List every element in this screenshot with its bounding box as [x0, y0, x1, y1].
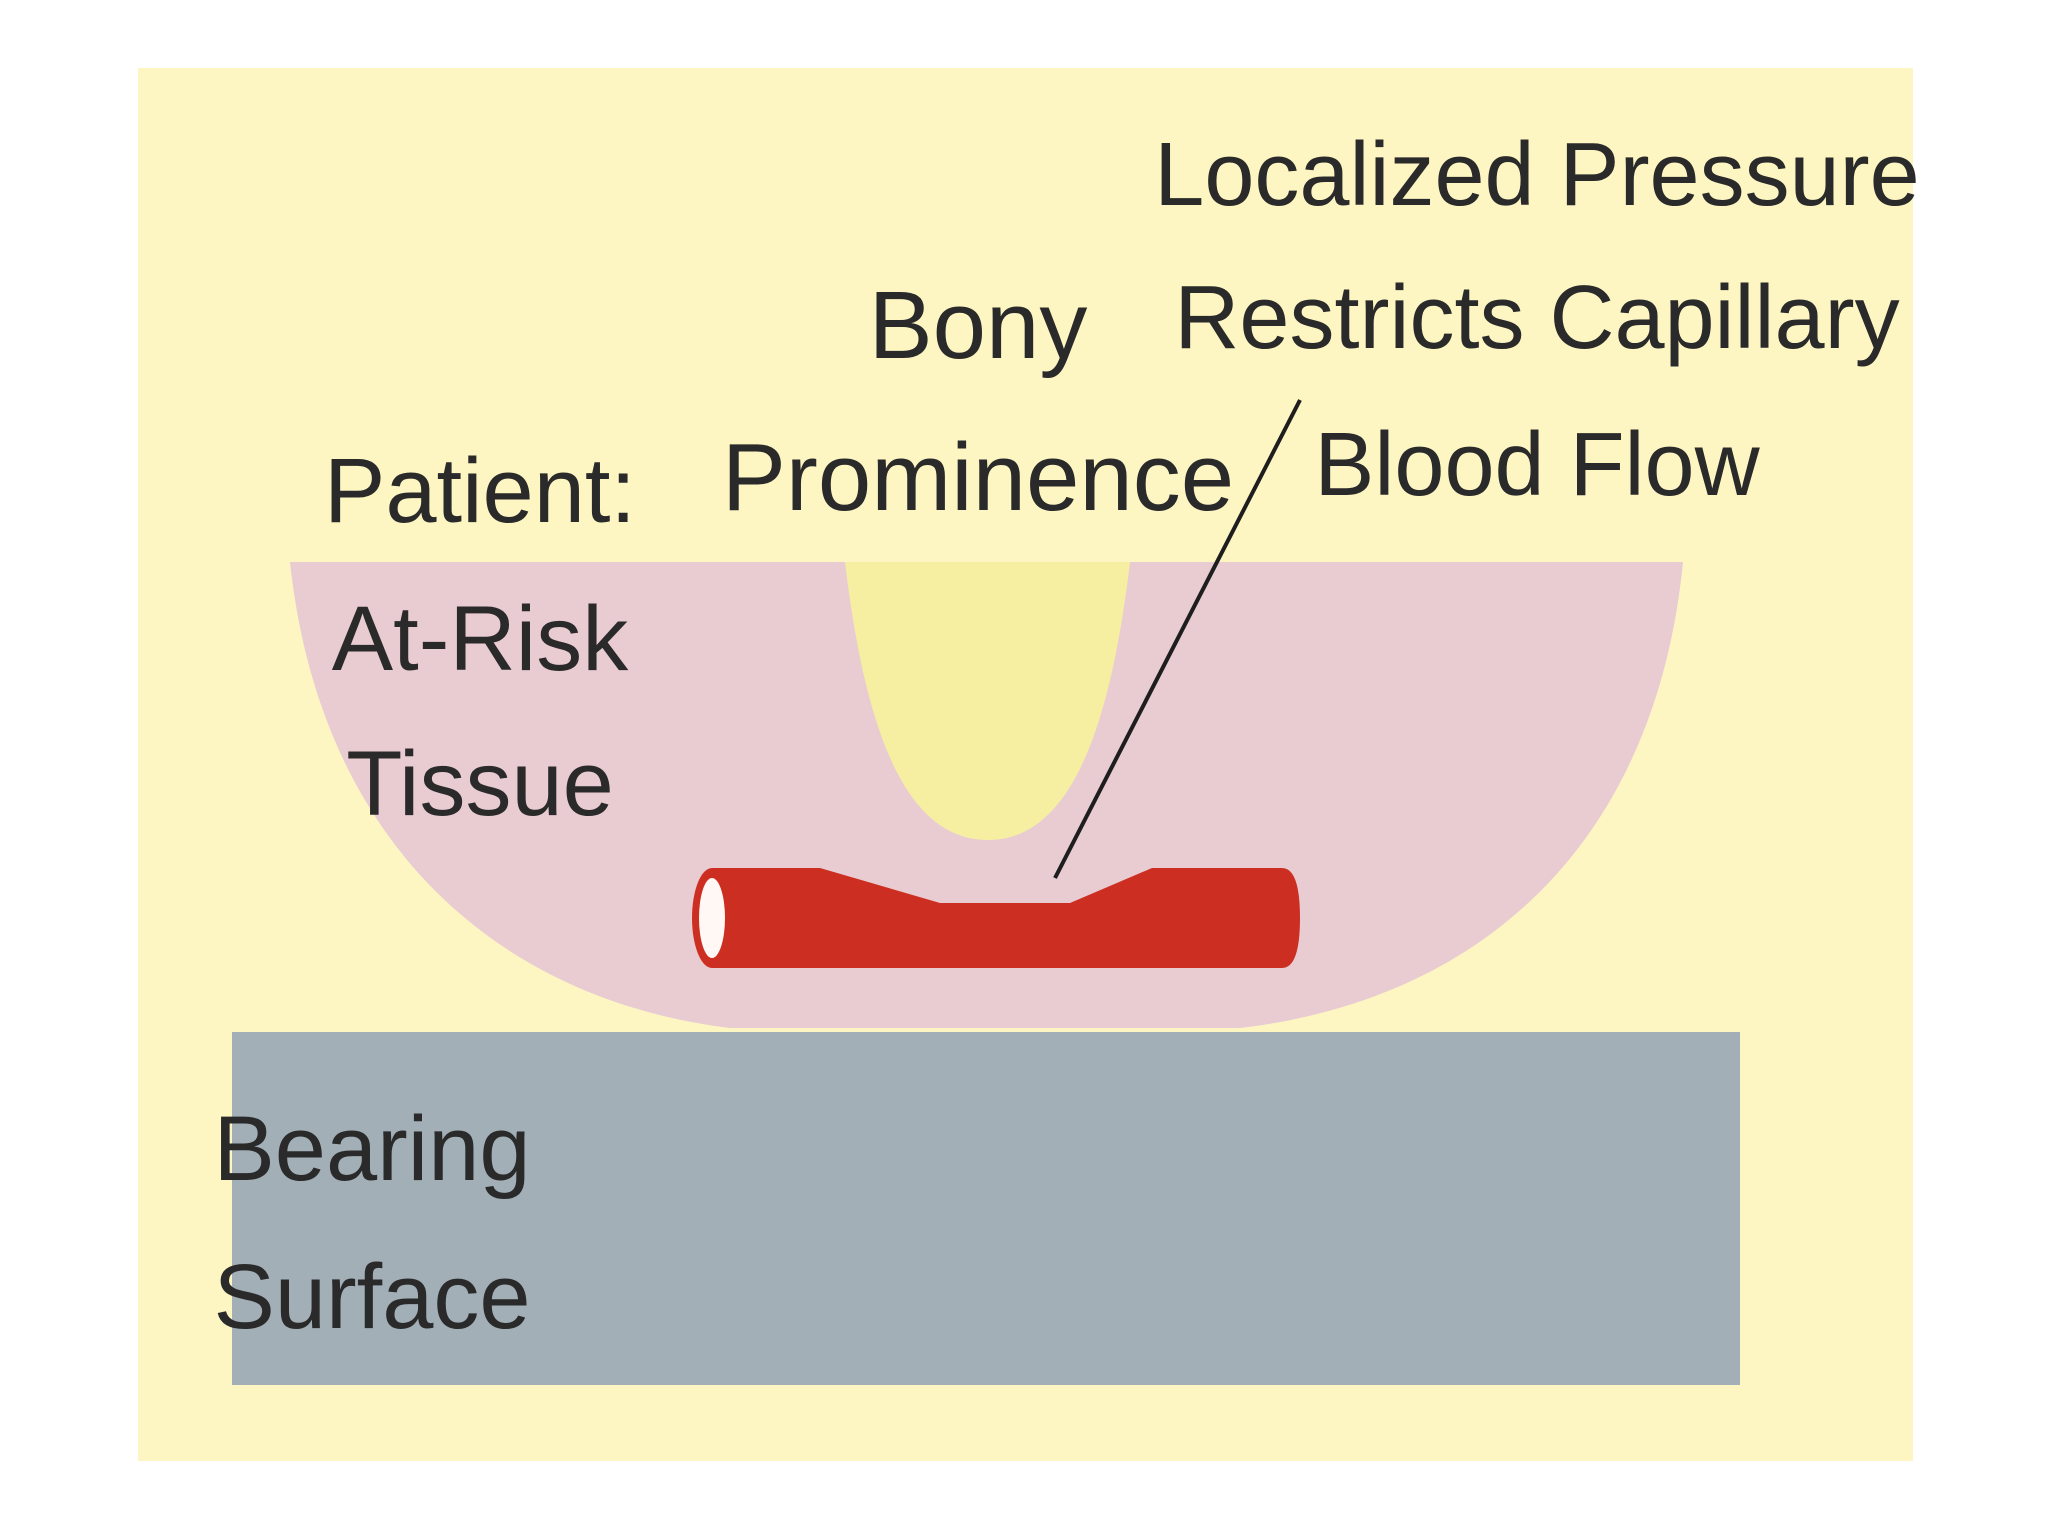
label-bony-line2: Prominence [722, 424, 1234, 531]
label-patient-line2: At-Risk [332, 588, 629, 690]
label-pressure-line3: Blood Flow [1314, 415, 1760, 515]
label-surface-line1: Bearing [213, 1098, 530, 1200]
label-pressure-line1: Localized Pressure [1154, 125, 1919, 225]
bony-prominence [845, 562, 1130, 840]
bearing-surface [232, 1032, 1740, 1385]
label-bony-line1: Bony [869, 272, 1088, 379]
label-surface-line2: Surface [213, 1246, 530, 1348]
label-patient-line3: Tissue [346, 733, 614, 835]
label-pressure-line2: Restricts Capillary [1174, 268, 1899, 368]
blood-vessel [712, 868, 1300, 968]
label-patient-line1: Patient: [324, 440, 636, 542]
pressure-leader-line [1053, 399, 1302, 879]
blood-vessel-lumen [699, 878, 725, 958]
